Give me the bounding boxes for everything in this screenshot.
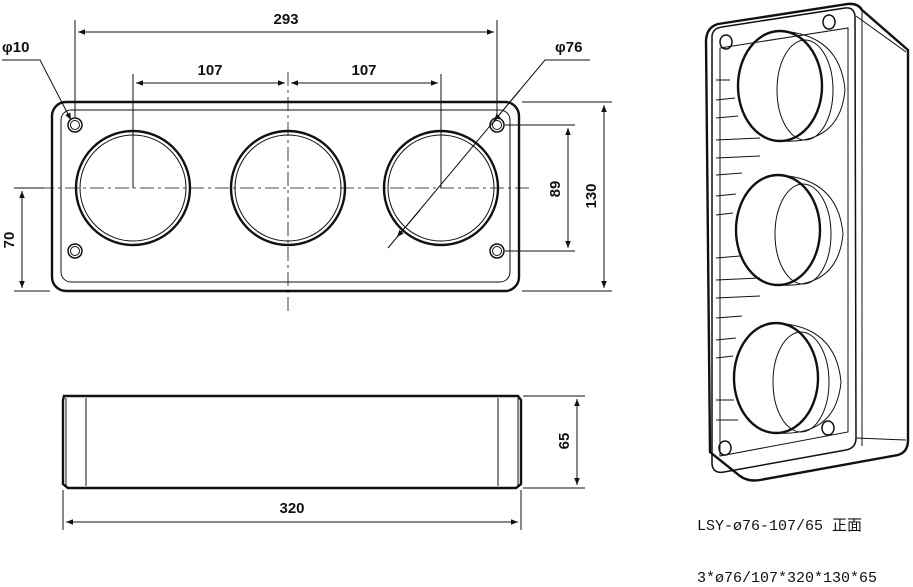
- mount-hole-bottom-right: [489, 243, 505, 259]
- iso-hole-top: [736, 29, 824, 143]
- dim-89-label: 89: [547, 181, 564, 198]
- iso-screw-top-left: [719, 34, 733, 50]
- mount-hole-top-left: [67, 117, 83, 133]
- iso-ribs: [715, 79, 761, 421]
- iso-front-rim: [711, 7, 857, 474]
- dim-107-left-label: 107: [197, 62, 222, 79]
- iso-screw-bottom-left: [718, 440, 732, 456]
- dim-65-label: 65: [556, 433, 573, 450]
- iso-outer-body: [704, 2, 910, 482]
- leader-phi76: [387, 59, 590, 249]
- dim-320-label: 320: [279, 500, 304, 517]
- dim-293-label: 293: [273, 11, 298, 28]
- isometric-view: [704, 2, 910, 482]
- dim-107-right-label: 107: [351, 62, 376, 79]
- bottom-outline: [61, 394, 523, 490]
- iso-screw-top-right: [822, 14, 836, 30]
- model-caption: LSY-ø76-107/65 正面: [697, 518, 862, 535]
- iso-hole-middle: [734, 173, 822, 287]
- leader-phi10: [2, 59, 72, 121]
- bottom-view: 65 320: [61, 394, 585, 530]
- front-view: 293 107 107 φ10 φ76 89 130 70: [1, 11, 612, 312]
- spec-caption: 3*ø76/107*320*130*65: [697, 570, 877, 587]
- iso-hole-bottom: [732, 321, 820, 435]
- phi10-label: φ10: [2, 39, 29, 56]
- mount-hole-bottom-left: [67, 243, 83, 259]
- iso-screw-bottom-right: [821, 420, 835, 436]
- front-inner-outline: [60, 109, 511, 283]
- dim-130-label: 130: [583, 183, 600, 208]
- phi76-label: φ76: [555, 39, 582, 56]
- front-outer-outline: [50, 100, 521, 293]
- dim-70-label: 70: [1, 232, 18, 249]
